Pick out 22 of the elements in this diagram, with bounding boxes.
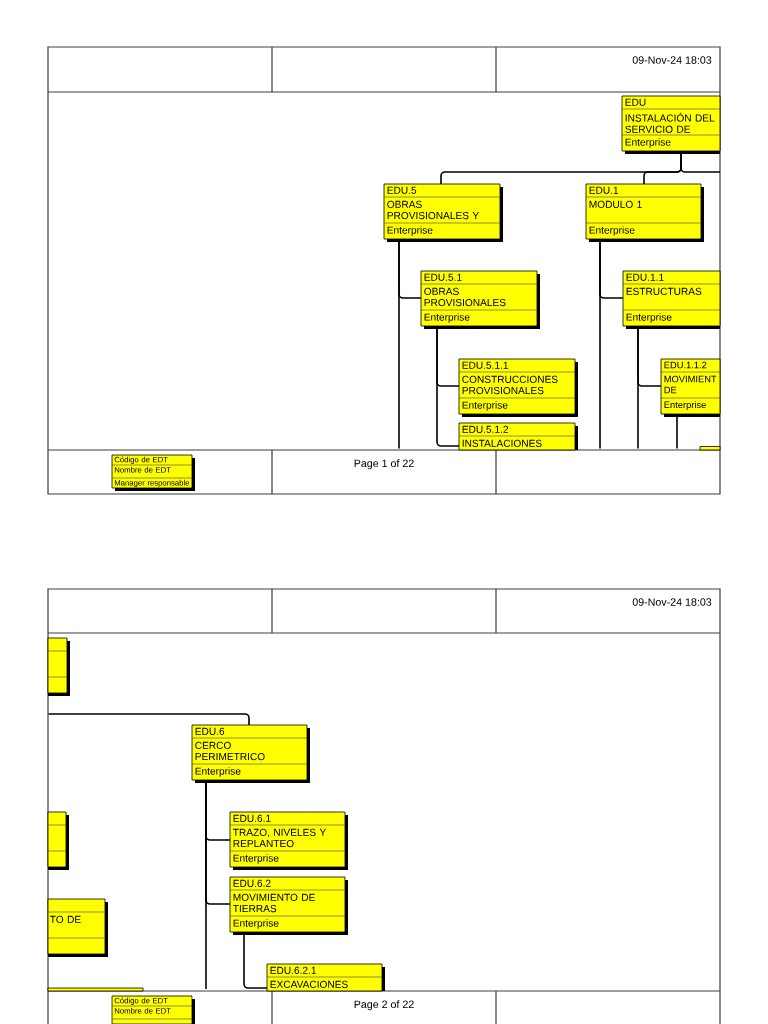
connector-line [47, 713, 250, 726]
wbs-box: EDU.5.1 OBRAS PROVISIONALES Enterprise [420, 270, 540, 329]
wbs-box: TO DE [47, 898, 108, 957]
date-text: 09-Nov-24 18:03 [632, 598, 712, 606]
wbs-box: EDU.5.1.1 CONSTRUCCIONES PROVISIONALES Enterprise [458, 358, 578, 417]
page-number: Page 2 of 22 [354, 1000, 414, 1011]
wbs-box [699, 446, 721, 451]
date-text: 09-Nov-24 18:03 [632, 56, 712, 64]
wbs-box: EDU.6.2.1 EXCAVACIONES [266, 963, 385, 992]
wbs-box: EDU.1.1 ESTRUCTURAS Enterprise [622, 270, 721, 329]
page-number: Page 1 of 22 [354, 459, 414, 470]
wbs-box [47, 637, 70, 696]
wbs-box [47, 811, 69, 870]
wbs-box: EDU.5 OBRAS PROVISIONALES Y Enterprise [383, 183, 503, 242]
wbs-box: EDU.1 MODULO 1 Enterprise [585, 183, 704, 242]
wbs-box: EDU.1.1.2 MOVIMIENT DE Enterprise [660, 358, 721, 417]
wbs-box [47, 987, 144, 992]
wbs-box: EDU INSTALACIÓN DEL SERVICIO DE Enterprise [621, 95, 721, 154]
wbs-box: EDU.6.1 TRAZO, NIVELES Y REPLANTEO Enterprise [229, 811, 348, 870]
wbs-box: EDU.5.1.2 INSTALACIONES [458, 422, 578, 451]
wbs-box: EDU.6 CERCO PERIMETRICO Enterprise [191, 724, 310, 783]
wbs-box: EDU.6.2 MOVIMIENTO DE TIERRAS Enterprise [229, 876, 348, 935]
